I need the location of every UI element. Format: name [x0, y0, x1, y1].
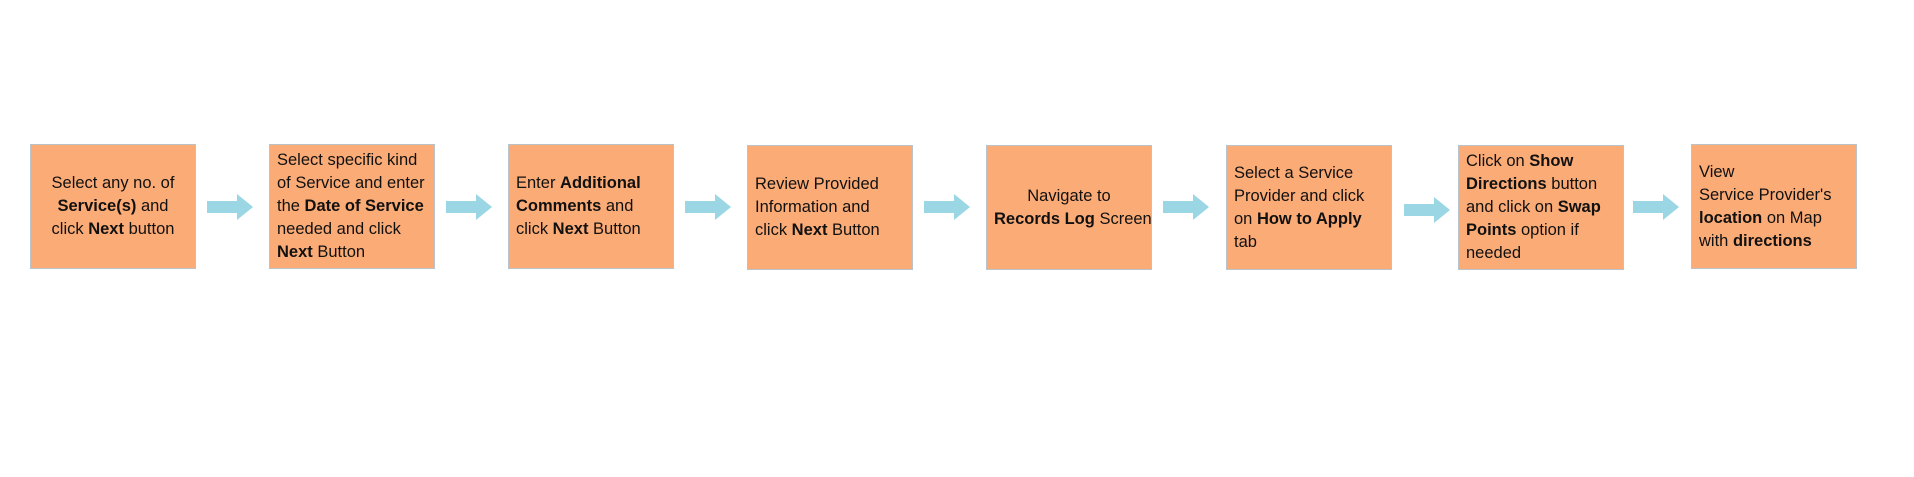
- step-text: on Map: [1762, 208, 1822, 227]
- step-text: needed: [1466, 244, 1522, 262]
- step-keyword: Comments: [516, 197, 602, 215]
- step-keyword: Next: [88, 220, 124, 238]
- step-3-line: Comments and: [516, 195, 666, 218]
- step-text: Select specific kind: [277, 151, 418, 169]
- arrow-right-icon: [207, 193, 253, 221]
- step-keyword: Service(s): [57, 197, 137, 215]
- arrow-right-icon: [1404, 196, 1450, 224]
- step-keyword: Date of Service: [304, 197, 424, 215]
- step-4-line: Review Provided: [755, 173, 905, 196]
- step-7-line: needed: [1466, 242, 1616, 265]
- step-text: Click on: [1466, 152, 1530, 170]
- arrow-right-icon: [924, 193, 970, 221]
- step-keyword: How to Apply: [1256, 209, 1362, 228]
- step-2-line: Select specific kind: [277, 149, 427, 172]
- step-text: of Service and enter: [277, 174, 425, 192]
- step-text: Button: [588, 220, 641, 238]
- step-keyword: Records Log: [994, 209, 1095, 228]
- step-keyword: Additional: [560, 174, 641, 192]
- step-keyword: Next: [791, 221, 828, 239]
- step-3-line: click Next Button: [516, 218, 666, 241]
- step-4-line: click Next Button: [755, 219, 905, 242]
- arrow-right-icon: [1163, 193, 1209, 221]
- step-4-line: Information and: [755, 196, 905, 219]
- step-6-line: on How to Apply: [1234, 208, 1384, 231]
- step-text: and click on: [1466, 198, 1558, 216]
- step-2-line: of Service and enter: [277, 172, 427, 195]
- step-text: click: [755, 221, 792, 239]
- step-keyword: Next: [552, 220, 589, 238]
- step-text: and: [601, 197, 634, 215]
- step-6-line: Select a Service: [1234, 162, 1384, 185]
- step-1-line: Service(s) and: [38, 195, 188, 218]
- step-text: Provider and click: [1234, 186, 1365, 205]
- step-text: the: [277, 197, 305, 215]
- arrow-right-icon: [1633, 193, 1679, 221]
- step-text: Button: [312, 243, 366, 261]
- step-box-2: Select specific kind of Service and enter…: [269, 144, 435, 269]
- step-8-line: location on Map: [1699, 207, 1849, 230]
- step-text: View: [1699, 162, 1735, 181]
- step-keyword: Show: [1529, 152, 1574, 170]
- step-6-line: Provider and click: [1234, 185, 1384, 208]
- step-text: option if: [1516, 221, 1579, 239]
- step-keyword: Points: [1466, 221, 1517, 239]
- step-text: button: [123, 220, 175, 238]
- step-8-line: View: [1699, 161, 1849, 184]
- step-text: click: [516, 220, 553, 238]
- step-7-line: Points option if: [1466, 219, 1616, 242]
- step-keyword: location: [1699, 208, 1763, 227]
- step-text: Navigate to: [1027, 186, 1111, 205]
- step-8-line: Service Provider's: [1699, 184, 1849, 207]
- step-keyword: Directions: [1466, 175, 1547, 193]
- step-7-line: Click on Show: [1466, 150, 1616, 173]
- step-2-line: the Date of Service: [277, 195, 427, 218]
- step-text: Enter: [516, 174, 561, 192]
- step-text: button: [1546, 175, 1598, 193]
- step-7-line: Directions button: [1466, 173, 1616, 196]
- arrow-right-icon: [446, 193, 492, 221]
- step-3-line: Enter Additional: [516, 172, 666, 195]
- step-2-line: needed and click: [277, 218, 427, 241]
- step-keyword: Next: [277, 243, 313, 261]
- step-keyword: Swap: [1557, 198, 1601, 216]
- step-5-line: Navigate to: [994, 185, 1144, 208]
- step-text: tab: [1234, 232, 1257, 251]
- step-text: Screen: [1094, 209, 1152, 228]
- arrow-right-icon: [685, 193, 731, 221]
- step-7-line: and click on Swap: [1466, 196, 1616, 219]
- step-1-line: click Next button: [38, 218, 188, 241]
- step-5-line: Records Log Screen: [994, 208, 1152, 231]
- step-2-line: Next Button: [277, 241, 427, 264]
- step-keyword: directions: [1732, 231, 1812, 250]
- step-text: Button: [827, 221, 880, 239]
- step-text: and: [136, 197, 169, 215]
- step-1-line: Select any no. of: [38, 172, 188, 195]
- step-text: on: [1234, 209, 1257, 228]
- step-text: click: [51, 220, 89, 238]
- step-text: Review Provided: [755, 175, 879, 193]
- step-6-line: tab: [1234, 231, 1384, 254]
- step-text: Information and: [755, 198, 870, 216]
- step-text: Select any no. of: [51, 174, 175, 192]
- step-text: with: [1699, 231, 1733, 250]
- step-text: Select a Service: [1234, 163, 1354, 182]
- step-text: Service Provider's: [1699, 185, 1832, 204]
- step-8-line: with directions: [1699, 230, 1849, 253]
- step-text: needed and click: [277, 220, 401, 238]
- step-box-5: Navigate to Records Log Screen: [986, 145, 1152, 270]
